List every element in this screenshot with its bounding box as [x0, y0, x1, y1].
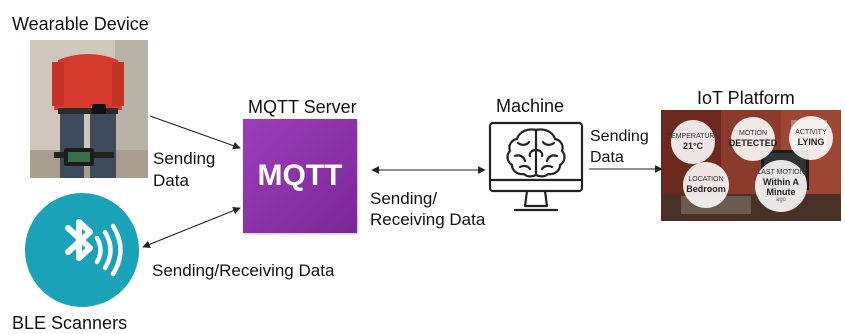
iot-badge-sub: ago — [775, 196, 786, 203]
machine-title: Machine — [496, 96, 565, 116]
edge-label-machine-iot-line1: Sending — [590, 128, 649, 145]
iot-badge-activity: ACTIVITY LYING — [789, 116, 833, 160]
edge-label-mqtt-machine-line2: Receiving Data — [370, 210, 486, 229]
bluetooth-icon — [25, 193, 139, 307]
iot-badge-label: TEMPERATURE — [666, 133, 720, 140]
wearable-device-title: Wearable Device — [12, 14, 149, 34]
iot-badge-label: LOCATION — [688, 176, 724, 183]
iot-badge-label: MOTION — [739, 130, 767, 137]
iot-platform-title: IoT Platform — [697, 88, 795, 108]
iot-badge-value: Bedroom — [686, 184, 726, 194]
iot-badge-value: LYING — [797, 137, 825, 147]
edge-label-ble-mqtt: Sending/Receiving Data — [152, 261, 335, 280]
iot-badge-motion: MOTION DETECTED — [728, 117, 778, 161]
iot-badge-value: 21°C — [682, 141, 704, 151]
arrow-wearable-to-mqtt — [149, 115, 241, 150]
iot-badge-label: ACTIVITY — [795, 129, 827, 136]
edge-label-wearable-mqtt-line2: Data — [153, 171, 189, 190]
ble-scanners-title: BLE Scanners — [12, 313, 128, 333]
edge-label-mqtt-machine-line1: Sending/ — [370, 189, 438, 208]
wearable-device-photo — [30, 40, 148, 178]
iot-badge-location: LOCATION Bedroom — [683, 162, 729, 208]
iot-badge-temperature: TEMPERATURE 21°C — [667, 120, 719, 164]
edge-label-wearable-mqtt-line1: Sending — [153, 149, 216, 168]
iot-platform-photo: TEMPERATURE 21°C MOTION DETECTED ACTIVIT… — [661, 110, 841, 221]
mqtt-server-title: MQTT Server — [248, 97, 357, 117]
edge-label-machine-iot-line2: Data — [590, 149, 624, 166]
iot-badge-last-motion: LAST MOTION Within A Minute ago — [755, 160, 807, 212]
machine-brain-computer-icon — [488, 121, 584, 212]
iot-badge-value: Within A Minute — [762, 176, 800, 197]
wearable-device-illustration — [30, 40, 148, 178]
mqtt-logo: MQTT — [243, 119, 357, 233]
arrow-ble-mqtt — [142, 207, 241, 248]
iot-badge-label: LAST MOTION — [757, 168, 805, 176]
iot-badge-value: DETECTED — [728, 138, 778, 148]
